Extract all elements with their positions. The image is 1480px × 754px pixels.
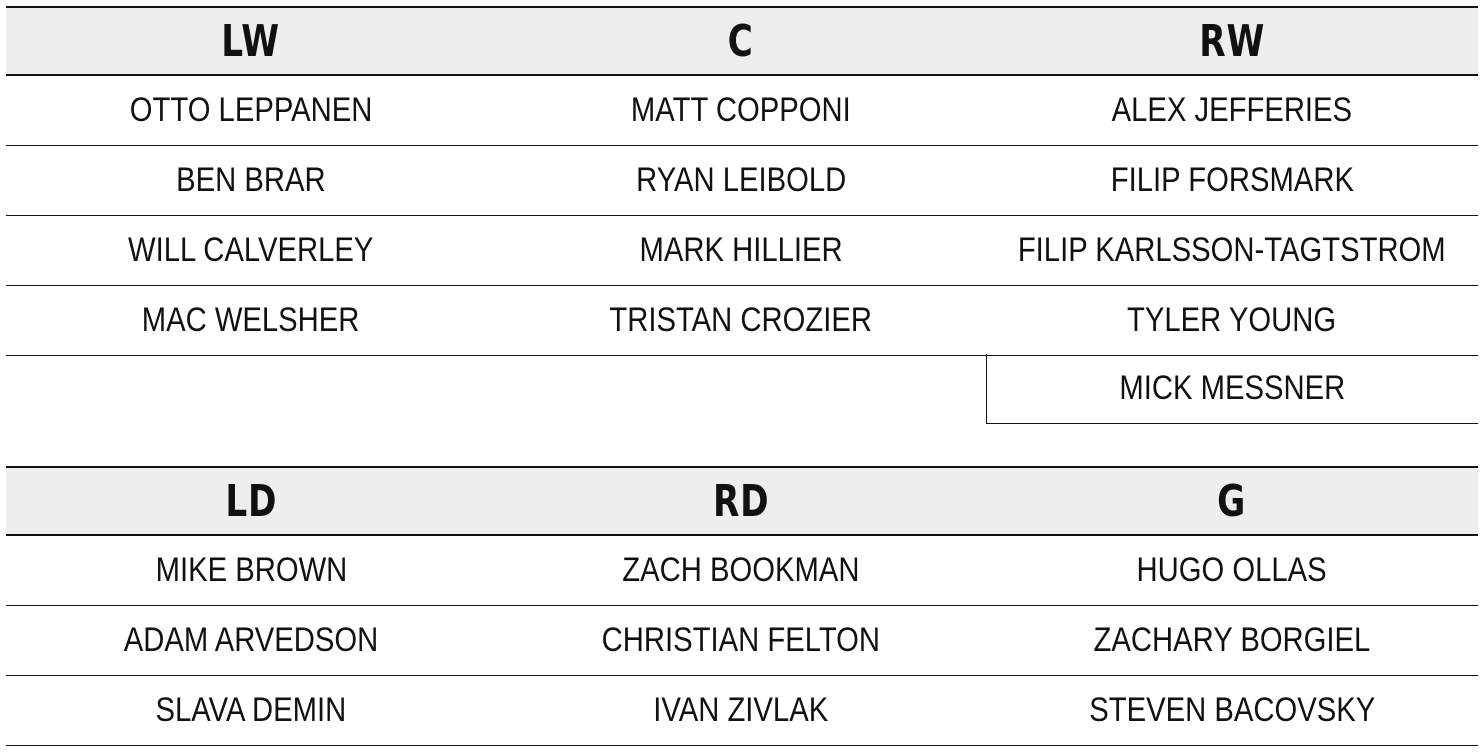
- player-cell: MARK HILLIER: [639, 231, 843, 269]
- player-cell: RYAN LEIBOLD: [635, 161, 847, 199]
- player-cell: IVAN ZIVLAK: [653, 691, 829, 729]
- player-cell: WILL CALVERLEY: [128, 231, 374, 269]
- table-row: WILL CALVERLEY MARK HILLIER FILIP KARLSS…: [6, 216, 1478, 286]
- defense-goalie-table: LD RD G MIKE BROWN ZACH BOOKMAN HUGO OLL…: [6, 466, 1478, 746]
- header-g: G: [1217, 475, 1247, 527]
- table-row: MIKE BROWN ZACH BOOKMAN HUGO OLLAS: [6, 536, 1478, 606]
- player-cell: FILIP FORSMARK: [1110, 161, 1354, 199]
- player-cell-extra-rw: MICK MESSNER: [986, 354, 1478, 424]
- player-cell: HUGO OLLAS: [1136, 551, 1328, 589]
- header-c: C: [728, 15, 754, 67]
- player-cell: STEVEN BACOVSKY: [1088, 691, 1375, 729]
- table-row: BEN BRAR RYAN LEIBOLD FILIP FORSMARK: [6, 146, 1478, 216]
- table-row: OTTO LEPPANEN MATT COPPONI ALEX JEFFERIE…: [6, 76, 1478, 146]
- header-ld: LD: [225, 475, 277, 527]
- table-row: SLAVA DEMIN IVAN ZIVLAK STEVEN BACOVSKY: [6, 676, 1478, 746]
- header-rd: RD: [712, 475, 770, 527]
- player-cell: MAC WELSHER: [142, 301, 360, 339]
- table-row: ADAM ARVEDSON CHRISTIAN FELTON ZACHARY B…: [6, 606, 1478, 676]
- player-cell: FILIP KARLSSON-TAGTSTROM: [1018, 231, 1446, 269]
- player-cell: TRISTAN CROZIER: [609, 301, 873, 339]
- player-cell: ADAM ARVEDSON: [123, 621, 379, 659]
- table-row: MAC WELSHER TRISTAN CROZIER TYLER YOUNG: [6, 286, 1478, 356]
- player-cell: ALEX JEFFERIES: [1111, 91, 1353, 129]
- header-rw: RW: [1199, 15, 1265, 67]
- forwards-table: LW C RW OTTO LEPPANEN MATT COPPONI ALEX …: [6, 6, 1478, 424]
- player-cell: SLAVA DEMIN: [155, 691, 347, 729]
- forwards-header-row: LW C RW: [6, 6, 1478, 76]
- defense-header-row: LD RD G: [6, 466, 1478, 536]
- player-cell: TYLER YOUNG: [1127, 301, 1337, 339]
- header-lw: LW: [221, 15, 281, 67]
- player-cell: CHRISTIAN FELTON: [601, 621, 881, 659]
- player-cell: BEN BRAR: [176, 161, 326, 199]
- player-cell: ZACHARY BORGIEL: [1093, 621, 1371, 659]
- player-cell: ZACH BOOKMAN: [622, 551, 860, 589]
- player-cell: OTTO LEPPANEN: [129, 91, 373, 129]
- player-cell: MATT COPPONI: [631, 91, 851, 129]
- player-cell: MIKE BROWN: [155, 551, 347, 589]
